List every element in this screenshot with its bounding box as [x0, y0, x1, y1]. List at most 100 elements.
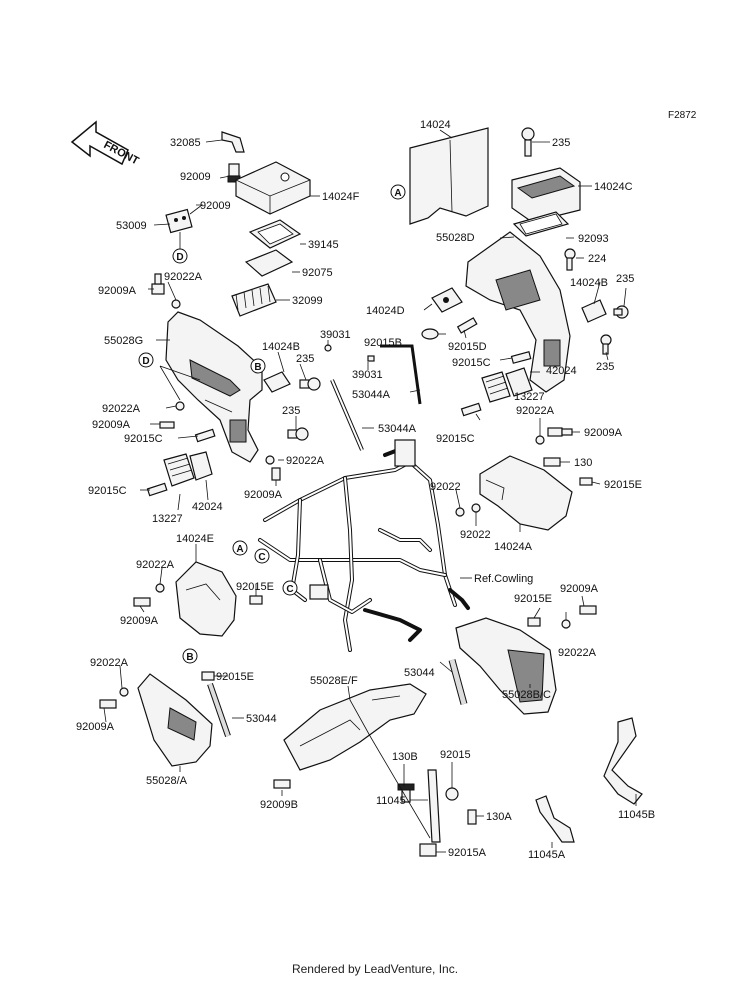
- label-14024b-1: 14024B: [262, 341, 300, 353]
- label-ref-cowling: Ref.Cowling: [474, 573, 533, 585]
- label-92009a-7: 92009A: [76, 721, 115, 733]
- label-224: 224: [588, 253, 606, 265]
- label-14024e: 14024E: [176, 533, 214, 545]
- svg-text:A: A: [394, 188, 401, 199]
- svg-text:B: B: [254, 362, 261, 373]
- part-92009b-screw: [273, 779, 291, 789]
- part-224-screw: [564, 248, 576, 271]
- label-92015c-1: 92015C: [124, 433, 163, 445]
- svg-text:C: C: [258, 552, 265, 563]
- part-11045a-bracket: [535, 795, 575, 843]
- label-92022a-2: 92022A: [102, 403, 141, 415]
- label-92015c-2: 92015C: [88, 485, 127, 497]
- main-frame: [258, 439, 470, 652]
- part-235-mid-bolt: [287, 427, 309, 441]
- part-53044a-rod: [324, 344, 422, 451]
- label-92022a-3: 92022A: [286, 455, 325, 467]
- figure-id: F2872: [668, 110, 697, 121]
- part-14024c-box: [511, 167, 581, 223]
- label-53009: 53009: [116, 220, 147, 232]
- part-55028ef-fender: [283, 683, 427, 771]
- label-235-3: 235: [552, 137, 570, 149]
- footer-credit: Rendered by LeadVenture, Inc.: [291, 962, 459, 976]
- label-92015e-2: 92015E: [236, 581, 274, 593]
- label-11045b: 11045B: [618, 809, 655, 821]
- part-14024b-left-plate: [263, 371, 291, 393]
- callout-b-lower: B: [182, 648, 198, 664]
- label-53044a-2: 53044A: [378, 423, 417, 435]
- label-13227-2: 13227: [514, 391, 545, 403]
- label-235-5: 235: [596, 361, 614, 373]
- part-11045b-bracket: [603, 717, 643, 805]
- svg-text:C: C: [286, 584, 293, 595]
- label-92009-b: 92009: [200, 200, 231, 212]
- label-235-1: 235: [296, 353, 314, 365]
- part-55028d-panel: [465, 231, 571, 393]
- label-14024f: 14024F: [322, 191, 360, 203]
- label-235-2: 235: [282, 405, 300, 417]
- label-92015e-4: 92015E: [216, 671, 254, 683]
- label-11045: 11045: [376, 795, 406, 807]
- part-14024e-cover: [175, 561, 237, 637]
- label-92015c-3: 92015C: [452, 357, 491, 369]
- label-92015b: 92015B: [364, 337, 402, 349]
- label-92022-2: 92022: [460, 529, 491, 541]
- label-53044a-1: 53044A: [352, 389, 391, 401]
- svg-text:A: A: [236, 544, 243, 555]
- part-13227-42024-right-vents: [460, 367, 533, 417]
- callout-c-frame: C: [282, 580, 298, 596]
- part-92022a-lowerright-washer: [561, 619, 571, 629]
- part-92009a-right-screw: [547, 427, 573, 437]
- callout-a-top: A: [390, 184, 406, 200]
- part-130-bolt: [543, 457, 561, 467]
- svg-text:D: D: [176, 252, 183, 263]
- label-53044-1: 53044: [404, 667, 435, 679]
- part-55028bc-panel: [455, 617, 557, 715]
- label-92009b: 92009B: [260, 799, 298, 811]
- part-39145-seal: [248, 219, 302, 249]
- label-55028bc: 55028B/C: [502, 689, 551, 701]
- label-42024-1: 42024: [192, 501, 223, 513]
- label-14024: 14024: [420, 119, 451, 131]
- part-32085-bracket: [221, 131, 245, 153]
- label-92015e-3: 92015E: [514, 593, 552, 605]
- callout-a-lower: A: [232, 540, 248, 556]
- part-92022a-lowerleft-washer: [155, 583, 165, 593]
- label-32085: 32085: [170, 137, 201, 149]
- label-92015e-1: 92015E: [604, 479, 642, 491]
- label-42024-2: 42024: [546, 365, 577, 377]
- part-14024d-plate: [431, 287, 463, 313]
- part-92093-seal: [512, 211, 570, 237]
- part-11045-bracket: [427, 769, 441, 843]
- label-92009a-3: 92009A: [244, 489, 283, 501]
- label-130: 130: [574, 457, 592, 469]
- label-235-4: 235: [616, 273, 634, 285]
- callout-c-lower: C: [254, 548, 270, 564]
- part-53009-hinge: [165, 208, 193, 234]
- part-130b-bolt: [397, 783, 415, 803]
- part-235-right-bolts: [600, 305, 629, 355]
- part-55028a-panel: [137, 673, 213, 767]
- part-53044-right-strip: [448, 659, 468, 705]
- label-14024a: 14024A: [494, 541, 533, 553]
- part-92009a-bottomleft-screw: [99, 699, 117, 709]
- label-130a: 130A: [486, 811, 512, 823]
- label-92022a-4: 92022A: [516, 405, 555, 417]
- label-92009a-5: 92009A: [120, 615, 159, 627]
- part-92075-pad: [244, 249, 294, 277]
- label-55028a: 55028/A: [146, 775, 188, 787]
- part-14024a-cover: [479, 455, 573, 531]
- label-92022-1: 92022: [430, 481, 461, 493]
- label-11045a: 11045A: [528, 849, 566, 861]
- part-92022a-bottomleft-washer: [119, 687, 129, 697]
- part-53044-left-strip: [207, 683, 231, 737]
- part-92015c-right-clip: [510, 351, 532, 364]
- part-92009a-lowerright-screw: [579, 605, 597, 615]
- callout-b-left: B: [250, 358, 266, 374]
- part-labels: 32085 92009 92009 53009 14024F 39145 920…: [76, 119, 655, 861]
- part-92015e-bottomleft-clip: [201, 671, 215, 681]
- label-92022a-7: 92022A: [90, 657, 129, 669]
- label-55028d: 55028D: [436, 232, 475, 244]
- part-32099-tray: [231, 283, 277, 317]
- label-130b: 130B: [392, 751, 418, 763]
